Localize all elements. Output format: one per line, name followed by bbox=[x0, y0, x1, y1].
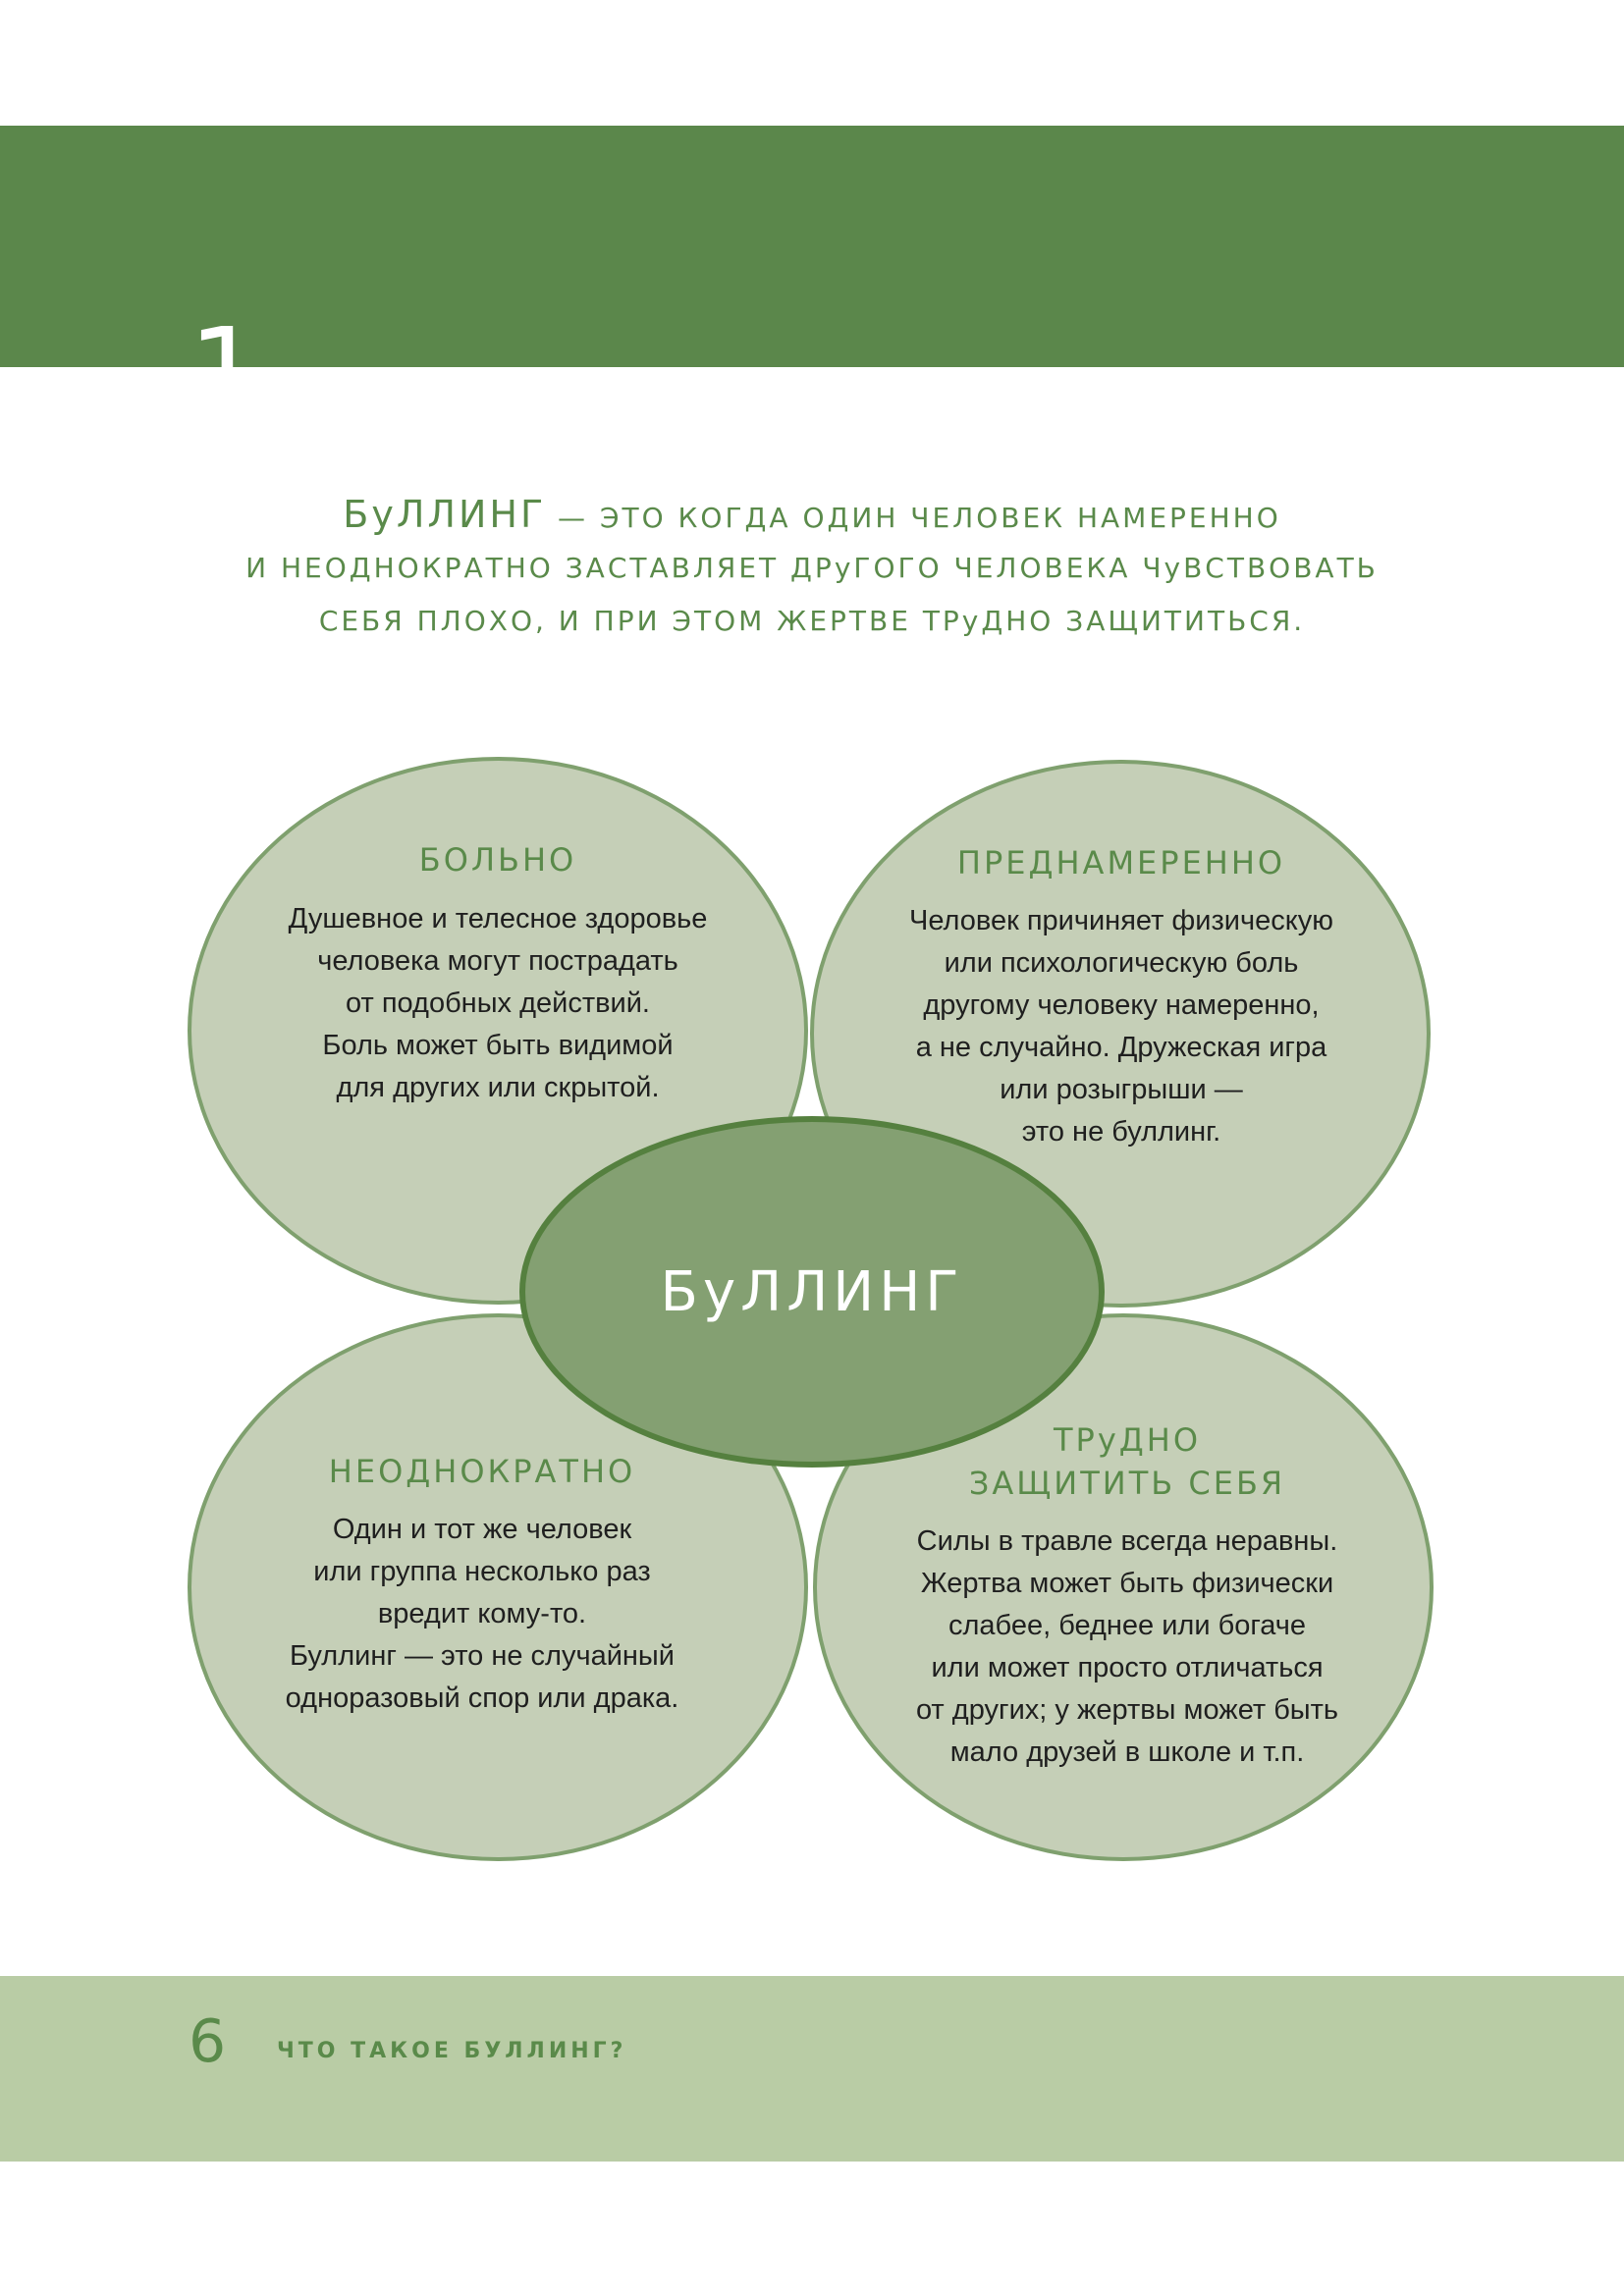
chapter-number: 1. bbox=[189, 302, 299, 438]
definition-line-2: И НЕОДНОКРАТНО ЗАСТАВЛЯЕТ ДРуГОГО ЧЕЛОВЕ… bbox=[245, 552, 1379, 584]
chapter-title: ЧТО ТАКОЕ БУЛЛИНГ (ШКОЛЬНАЯ ТРАВЛЯ)? bbox=[332, 391, 1305, 430]
circle-title: ПРЕДНАМЕРЕННО bbox=[956, 844, 1286, 881]
definition-term: БуЛЛИНГ bbox=[343, 493, 547, 536]
center-ellipse-bullying: БуЛЛИНГ bbox=[519, 1116, 1105, 1468]
definition-text: — ЭТО КОГДА ОДИН ЧЕЛОВЕК НАМЕРЕННО bbox=[546, 502, 1281, 534]
footer-band bbox=[0, 1976, 1624, 2162]
running-title: ЧТО ТАКОЕ БУЛЛИНГ? bbox=[277, 2039, 627, 2063]
circle-text: Силы в травле всегда неравны.Жертва може… bbox=[915, 1525, 1339, 1768]
definition-line-3: СЕБЯ ПЛОХО, И ПРИ ЭТОМ ЖЕРТВЕ ТРуДНО ЗАЩ… bbox=[318, 605, 1306, 637]
center-label: БуЛЛИНГ bbox=[660, 1259, 964, 1324]
circle-title: НЕОДНОКРАТНО bbox=[328, 1453, 636, 1490]
page-number: 6 bbox=[189, 2007, 227, 2076]
circle-title: БОЛЬНО bbox=[418, 841, 577, 879]
definition-line-1: БуЛЛИНГ — ЭТО КОГДА ОДИН ЧЕЛОВЕК НАМЕРЕН… bbox=[0, 493, 1624, 536]
chapter-header-band: 1. ЧТО ТАКОЕ БУЛЛИНГ (ШКОЛЬНАЯ ТРАВЛЯ)? bbox=[0, 126, 1624, 430]
